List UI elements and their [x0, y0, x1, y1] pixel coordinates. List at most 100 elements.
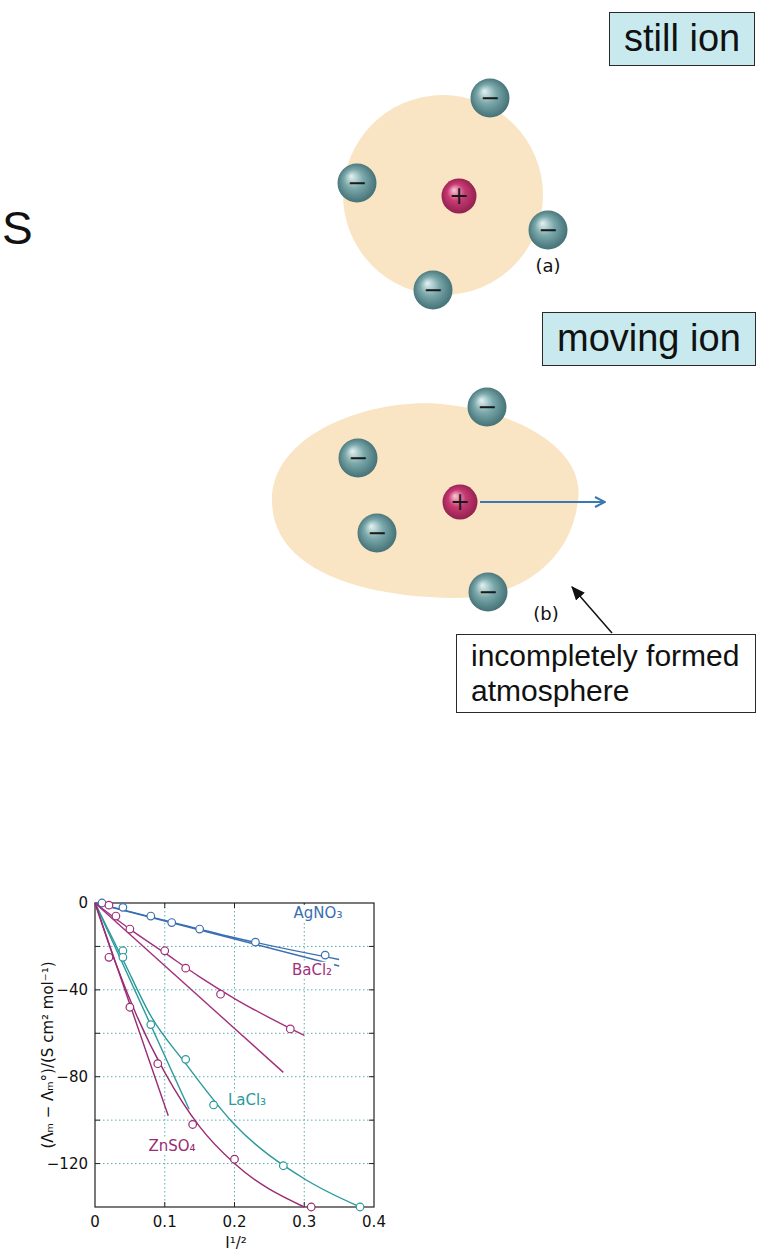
data-series: [95, 903, 364, 1211]
data-point: [161, 947, 169, 955]
data-point: [307, 1203, 315, 1211]
data-point: [287, 1025, 295, 1033]
ion-sphere-shape: [471, 79, 510, 118]
conductivity-chart: [95, 899, 374, 1211]
axis-title: (Λₘ − Λₘ°)/(S cm² mol⁻¹): [40, 961, 57, 1148]
axis-tick: [95, 1033, 100, 1034]
data-series: [95, 903, 315, 1211]
data-point: [126, 925, 134, 933]
data-point: [147, 1021, 155, 1029]
ion-sphere-shape: [358, 514, 397, 553]
fit-curve: [95, 903, 304, 1207]
limiting-line: [95, 903, 168, 1116]
charge-sign: −: [423, 278, 443, 302]
anion: −: [528, 210, 568, 250]
data-point: [189, 1121, 197, 1129]
axis-frame: [95, 903, 374, 1207]
ion-sphere-shape: [443, 485, 478, 520]
box-text: still ion: [624, 17, 740, 61]
data-point: [147, 912, 155, 920]
data-point: [119, 904, 127, 912]
grid-line: [95, 1120, 374, 1121]
axis-tick: [95, 1120, 100, 1121]
axis-tick: [369, 1120, 374, 1121]
panel-label: (b): [533, 604, 558, 624]
data-point: [105, 953, 113, 961]
grid-line: [95, 946, 374, 947]
slide-title-fragment: S: [2, 203, 33, 254]
data-point: [105, 901, 113, 909]
axis-tick: [369, 1163, 374, 1164]
ion-sphere-shape: [529, 211, 568, 250]
axis-tick: [234, 1202, 235, 1207]
limiting-line: [95, 903, 283, 1072]
grid-line: [304, 903, 305, 1207]
grid-line: [95, 1033, 374, 1034]
tick-label: 0: [90, 1214, 100, 1231]
axis-tick: [369, 989, 374, 990]
axis-tick: [164, 1202, 165, 1207]
leader-arrow: [572, 587, 612, 633]
tick-label: 0: [78, 895, 88, 912]
fit-curve: [95, 903, 360, 1207]
axis-tick: [234, 903, 235, 908]
panel-label: (a): [535, 256, 560, 276]
box-text: moving ion: [557, 317, 741, 361]
tick-label: 0.3: [292, 1214, 316, 1231]
tick-label: 0.1: [153, 1214, 177, 1231]
axis-tick: [164, 903, 165, 908]
ion-sphere-shape: [414, 271, 453, 310]
data-point: [356, 1203, 364, 1211]
charge-sign: −: [347, 171, 367, 195]
box-text: incompletely formed atmosphere: [471, 639, 741, 708]
charge-sign: −: [538, 218, 558, 242]
distorted-atmosphere: [272, 403, 579, 598]
data-point: [210, 1101, 218, 1109]
tick-label: 0.2: [223, 1214, 247, 1231]
series-label: AgNO₃: [292, 905, 345, 922]
grid-line: [95, 1076, 374, 1077]
data-point: [182, 1056, 190, 1064]
data-point: [252, 938, 260, 946]
ion-sphere-shape: [468, 388, 507, 427]
tick-label: −120: [47, 1155, 88, 1172]
anion: −: [338, 438, 378, 478]
axis-title: I¹/²: [225, 1235, 247, 1252]
data-series: [95, 901, 304, 1072]
data-point: [182, 964, 190, 972]
charge-sign: −: [480, 86, 500, 110]
label-box: still ion: [609, 12, 755, 66]
axis-tick: [369, 1076, 374, 1077]
ion-atmosphere: [343, 95, 543, 295]
charge-sign: −: [348, 446, 368, 470]
label-box: moving ion: [542, 312, 756, 366]
data-point: [126, 1003, 134, 1011]
data-point: [280, 1162, 288, 1170]
series-label: BaCl₂: [290, 962, 334, 979]
series-label: LaCl₃: [226, 1092, 268, 1109]
data-point: [154, 1060, 162, 1068]
ion-sphere-shape: [469, 573, 508, 612]
ion-sphere-shape: [338, 164, 377, 203]
charge-sign: −: [367, 521, 387, 545]
series-label: ZnSO₄: [146, 1138, 197, 1155]
fit-curve: [95, 903, 304, 1035]
data-point: [196, 925, 204, 933]
label-box: incompletely formed atmosphere: [456, 634, 756, 713]
ion-sphere-shape: [442, 179, 477, 214]
axis-tick: [95, 1163, 100, 1164]
anion: −: [470, 78, 510, 118]
cation: +: [441, 178, 477, 214]
charge-sign: −: [478, 580, 498, 604]
data-point: [168, 919, 176, 927]
anion: −: [468, 572, 508, 612]
data-point: [112, 912, 120, 920]
anion: −: [467, 387, 507, 427]
data-point: [217, 990, 225, 998]
axis-tick: [95, 946, 100, 947]
limiting-line: [95, 903, 189, 1109]
motion-arrow: [480, 501, 605, 503]
